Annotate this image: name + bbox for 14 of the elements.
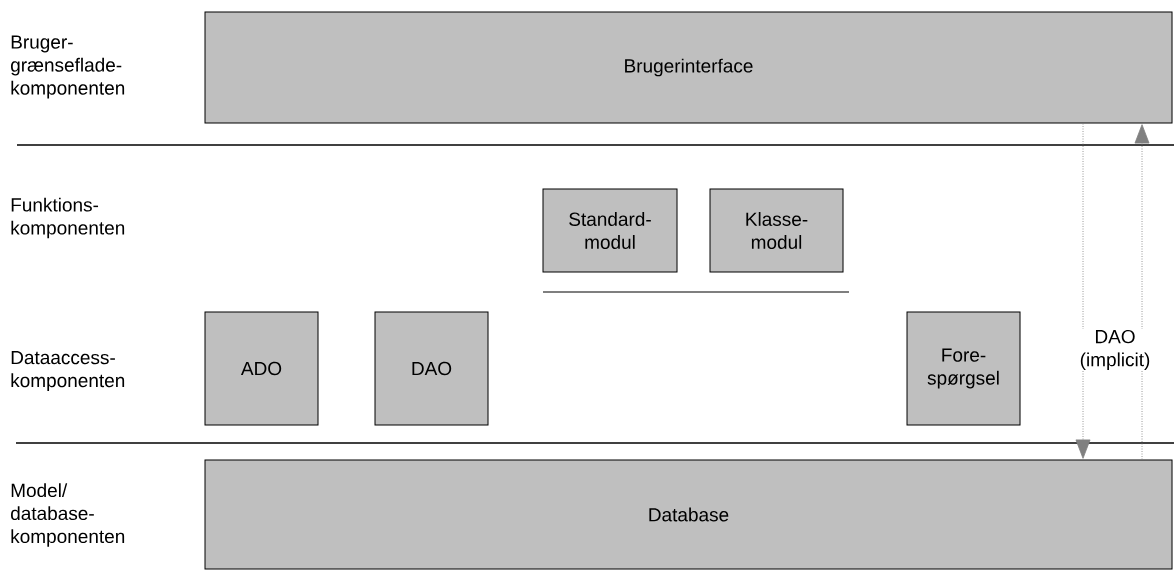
component-box: Klasse- modul [709,188,844,273]
arrow [1075,123,1091,459]
layer-label: Model/ database- komponenten [11,483,125,547]
layer-label: Funktions- komponenten [11,197,125,239]
arrow [1134,124,1150,460]
layer-label: Bruger- grænseflade- komponenten [11,35,125,99]
component-box: Database [204,459,1173,570]
arrow-label: DAO (implicit) [1068,328,1162,372]
component-box: Brugerinterface [204,11,1173,124]
component-box: ADO [204,311,319,426]
component-box: Standard- modul [542,188,678,273]
layer-label: Dataaccess- komponenten [11,351,125,391]
component-box: Fore- spørgsel [906,311,1021,426]
component-box: DAO [374,311,489,426]
